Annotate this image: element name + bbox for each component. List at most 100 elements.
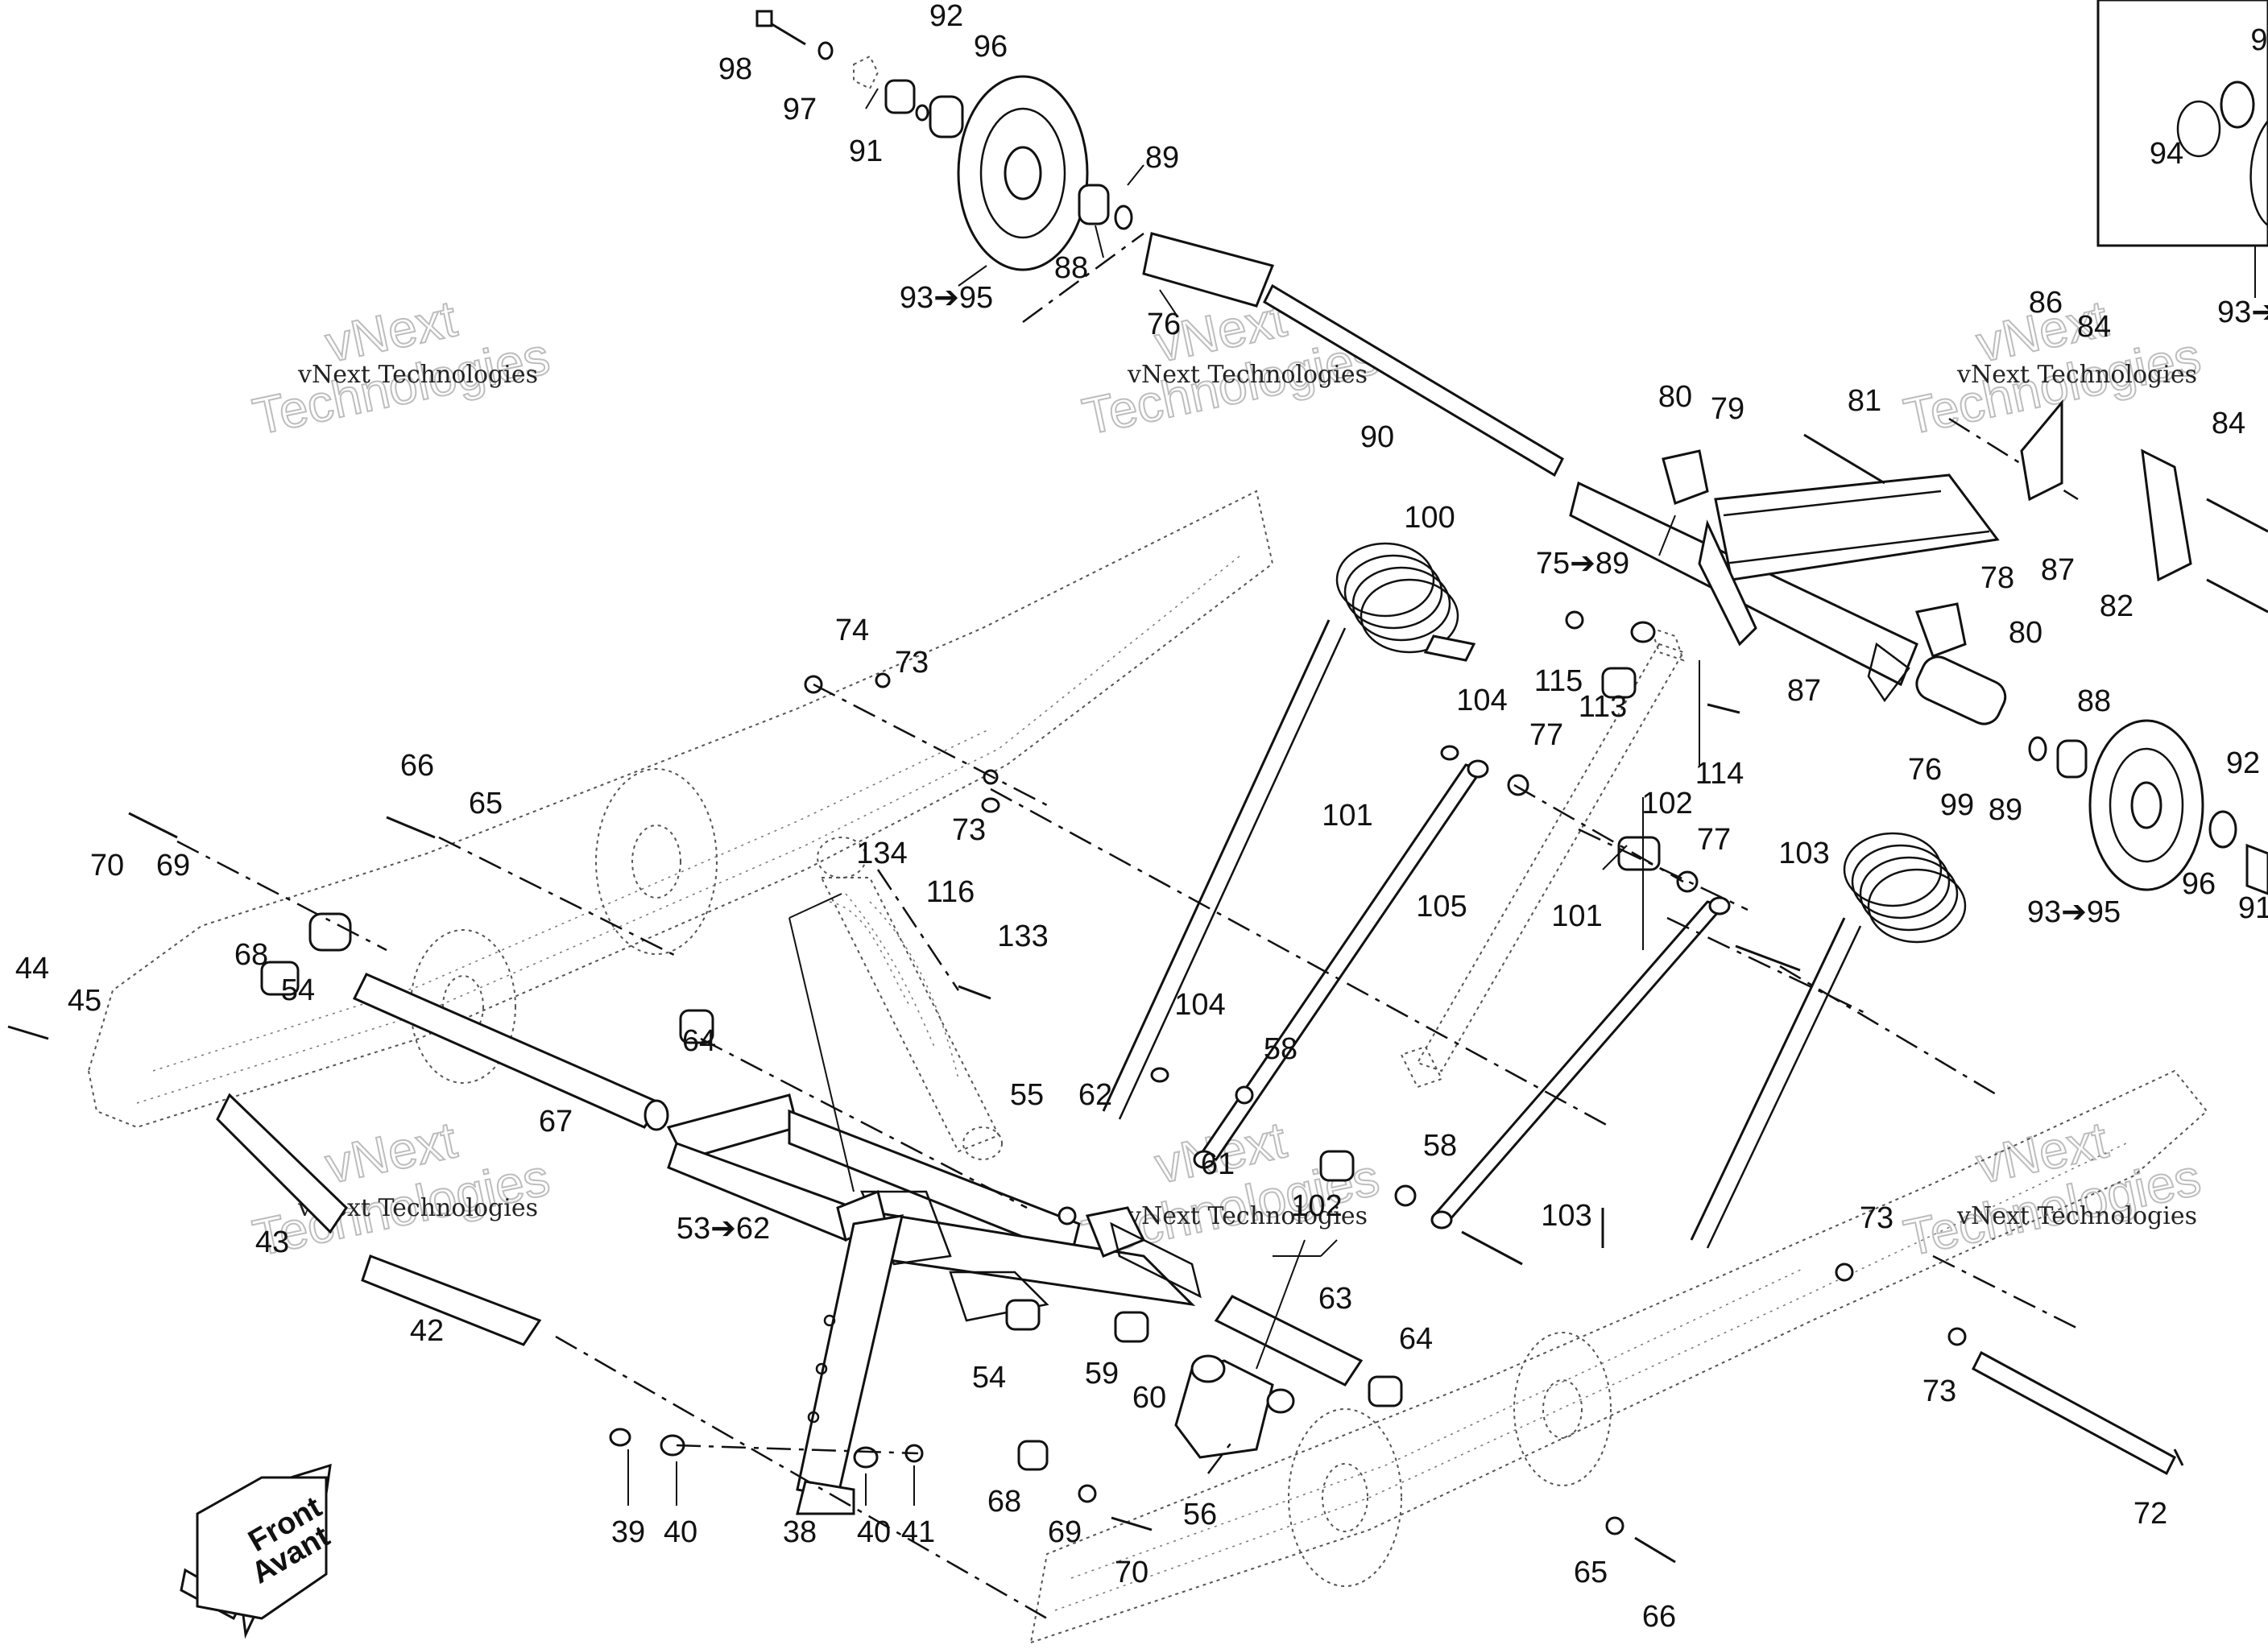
top-axle — [1142, 232, 1918, 703]
link-rod-upper — [1193, 759, 1489, 1169]
watermark-line: vNext Technologies — [1956, 1202, 2197, 1230]
watermark-line: vNext Technologies — [1127, 361, 1368, 389]
top-hardware-stack — [755, 10, 1133, 230]
callout-64-b: 64 — [1399, 1322, 1433, 1356]
right-idler-wheel — [1915, 655, 2268, 895]
callout-76: 76 — [1147, 308, 1181, 341]
detail-inset-box — [2096, 0, 2268, 298]
callout-93-arrow: 93➔ — [2217, 295, 2268, 329]
callout-93-95-b: 93➔95 — [2027, 895, 2121, 929]
callout-101-b: 101 — [1551, 899, 1602, 933]
upper-cross-arm — [1698, 417, 2079, 647]
callout-133: 133 — [997, 920, 1048, 953]
watermark-line: vNext Technologies — [1956, 361, 2197, 389]
callout-65-b: 65 — [1574, 1556, 1608, 1589]
callout-70: 70 — [90, 849, 124, 882]
callout-73-c: 73 — [1860, 1201, 1893, 1235]
callout-69: 69 — [156, 849, 190, 882]
centerlines — [176, 232, 2079, 1620]
callout-55: 55 — [1010, 1078, 1044, 1112]
callout-53-62: 53➔62 — [677, 1212, 770, 1246]
callout-40-b: 40 — [857, 1515, 891, 1549]
callout-91: 91 — [849, 134, 883, 168]
shock-outline-dotted — [1400, 626, 1685, 1089]
callout-76-b: 76 — [1908, 753, 1942, 787]
callout-40: 40 — [664, 1515, 697, 1549]
watermark-group-6: vNext Technologies vNext Technologies — [1898, 1110, 2206, 1267]
callout-89-b: 89 — [1989, 793, 2022, 827]
torsion-spring-upper — [1102, 542, 1476, 1120]
callout-42: 42 — [410, 1314, 444, 1348]
callout-66-b: 66 — [1642, 1600, 1676, 1634]
callout-78: 78 — [1980, 561, 2014, 595]
callout-64: 64 — [682, 1024, 716, 1058]
left-rail — [87, 490, 1274, 1129]
bolts-and-nuts — [7, 610, 2184, 1564]
callout-80-b: 80 — [2009, 616, 2042, 650]
callout-54: 54 — [281, 973, 315, 1007]
callout-92-b: 92 — [2226, 746, 2260, 780]
callout-84-b: 84 — [2212, 407, 2245, 440]
front-direction-badge: Front Avant — [180, 1463, 336, 1639]
upper-brackets — [2020, 399, 2268, 614]
callout-81: 81 — [1848, 384, 1881, 418]
callout-44: 44 — [15, 952, 49, 986]
callout-88-b: 88 — [2077, 684, 2111, 718]
callout-87: 87 — [2041, 553, 2075, 587]
callout-93-95: 93➔95 — [900, 281, 993, 315]
callout-91-b: 91 — [2238, 891, 2268, 925]
callout-58: 58 — [1264, 1032, 1297, 1066]
callout-73: 73 — [895, 646, 929, 680]
callout-73-b: 73 — [952, 813, 986, 847]
callout-80: 80 — [1658, 380, 1692, 414]
callout-67: 67 — [539, 1105, 573, 1139]
callout-75-89: 75➔89 — [1536, 547, 1629, 581]
front-arm-assembly — [666, 1093, 1202, 1322]
callout-68-b: 68 — [987, 1485, 1021, 1519]
callout-105: 105 — [1416, 890, 1467, 924]
callout-96-b: 96 — [2182, 867, 2216, 901]
callout-87-b: 87 — [1787, 674, 1821, 708]
callout-103: 103 — [1778, 837, 1829, 870]
callout-84: 84 — [2077, 310, 2111, 344]
callout-54-b: 54 — [972, 1361, 1006, 1395]
callout-65: 65 — [469, 787, 503, 820]
callout-116: 116 — [926, 875, 975, 909]
callout-59: 59 — [1085, 1357, 1119, 1391]
front-arm-leg — [796, 1214, 904, 1515]
right-rail — [1029, 1069, 2208, 1644]
callout-98: 98 — [718, 52, 752, 86]
upper-tensioner-blocks — [1662, 449, 1967, 658]
callout-79: 79 — [1711, 392, 1744, 426]
top-idler-wheel — [957, 75, 1089, 271]
watermark-line: vNext Technologies — [1127, 1202, 1368, 1230]
watermark-group-1: vNext Technologies vNext Technologies — [247, 288, 555, 446]
callout-99: 99 — [1940, 788, 1974, 822]
torsion-spring-lower — [1690, 832, 1967, 1249]
callout-72: 72 — [2133, 1497, 2167, 1531]
callout-43: 43 — [255, 1225, 289, 1259]
cross-bars — [216, 973, 2176, 1476]
watermark-group-3: vNext Technologies vNext Technologies — [1898, 288, 2206, 446]
callout-66: 66 — [400, 749, 434, 783]
leader-lines — [627, 88, 1700, 1506]
callout-86: 86 — [2029, 286, 2063, 320]
callout-63: 63 — [1318, 1282, 1352, 1316]
callout-104: 104 — [1456, 684, 1507, 717]
watermark-group-2: vNext Technologies vNext Technologies — [1077, 288, 1384, 446]
callout-94: 94 — [2150, 137, 2183, 171]
callout-134: 134 — [856, 837, 907, 870]
callout-73-d: 73 — [1922, 1374, 1956, 1408]
callout-69-b: 69 — [1048, 1515, 1082, 1549]
watermark-line: vNext Technologies — [297, 361, 538, 389]
callout-115: 115 — [1534, 664, 1583, 698]
callout-102-b: 102 — [1291, 1189, 1342, 1223]
callout-60: 60 — [1132, 1381, 1166, 1415]
callout-100: 100 — [1404, 501, 1455, 535]
callout-90: 90 — [1360, 420, 1394, 454]
callout-74: 74 — [835, 614, 869, 647]
callout-41: 41 — [901, 1515, 935, 1549]
callout-38: 38 — [783, 1515, 817, 1549]
callout-61: 61 — [1201, 1147, 1235, 1181]
